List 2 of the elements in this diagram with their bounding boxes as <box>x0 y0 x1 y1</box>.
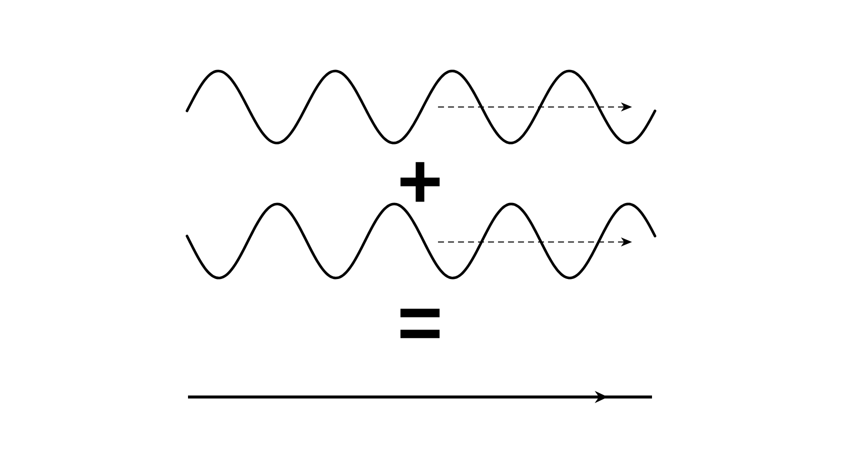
plus-sign: + <box>400 162 440 202</box>
equals-sign: = <box>400 308 440 338</box>
